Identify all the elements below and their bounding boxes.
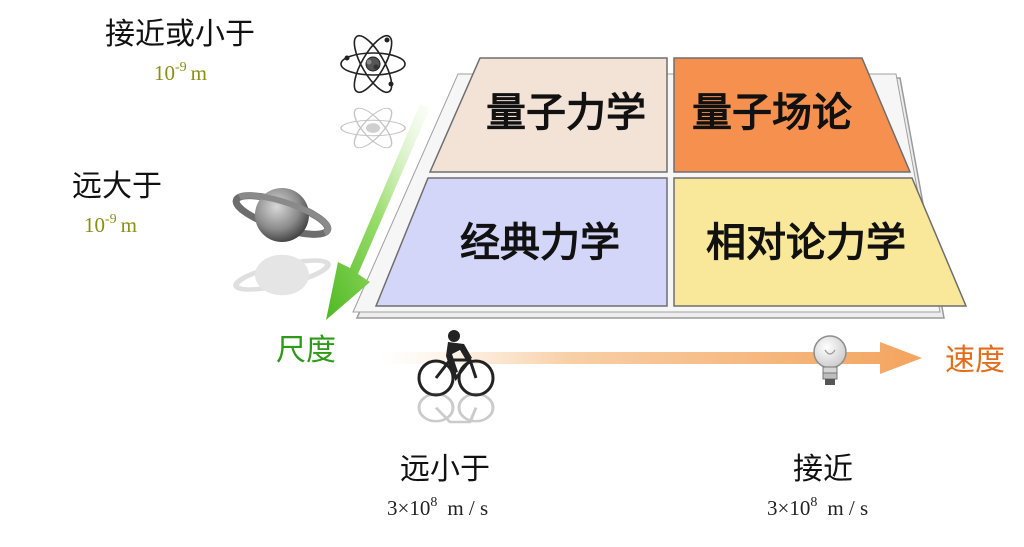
quadrant-classical-mechanics: 经典力学 [374, 177, 668, 307]
scale-large-text: 远大于 [72, 169, 162, 204]
speed-axis-arrow [380, 342, 922, 374]
quadrant-quantum-field-theory: 量子场论 [673, 57, 912, 173]
bicycle-icon [417, 330, 495, 397]
planet-icon [232, 188, 332, 242]
light-bulb-icon [813, 335, 847, 385]
quadrant-label-quantum-field-theory: 量子场论 [692, 90, 853, 136]
planet-reflection-icon [233, 254, 331, 296]
quadrant-quantum-mechanics: 量子力学 [428, 57, 668, 173]
atom-reflection-icon [340, 107, 406, 149]
quadrant-label-quantum-mechanics: 量子力学 [486, 90, 646, 136]
quadrant-label-classical-mechanics: 经典力学 [460, 220, 620, 266]
speed-slow-text: 远小于 [400, 452, 490, 487]
quadrant-label-relativistic-mechanics: 相对论力学 [706, 220, 906, 266]
scale-small-text: 接近或小于 [105, 17, 255, 52]
atom-icon [340, 34, 406, 94]
scale-axis-arrow [326, 104, 430, 320]
bicycle-reflection-icon [417, 392, 495, 424]
speed-fast-text: 接近 [793, 452, 853, 487]
quadrant-relativistic-mechanics: 相对论力学 [673, 177, 968, 307]
scale-axis-label: 尺度 [276, 333, 336, 368]
speed-axis-label: 速度 [945, 343, 1005, 378]
